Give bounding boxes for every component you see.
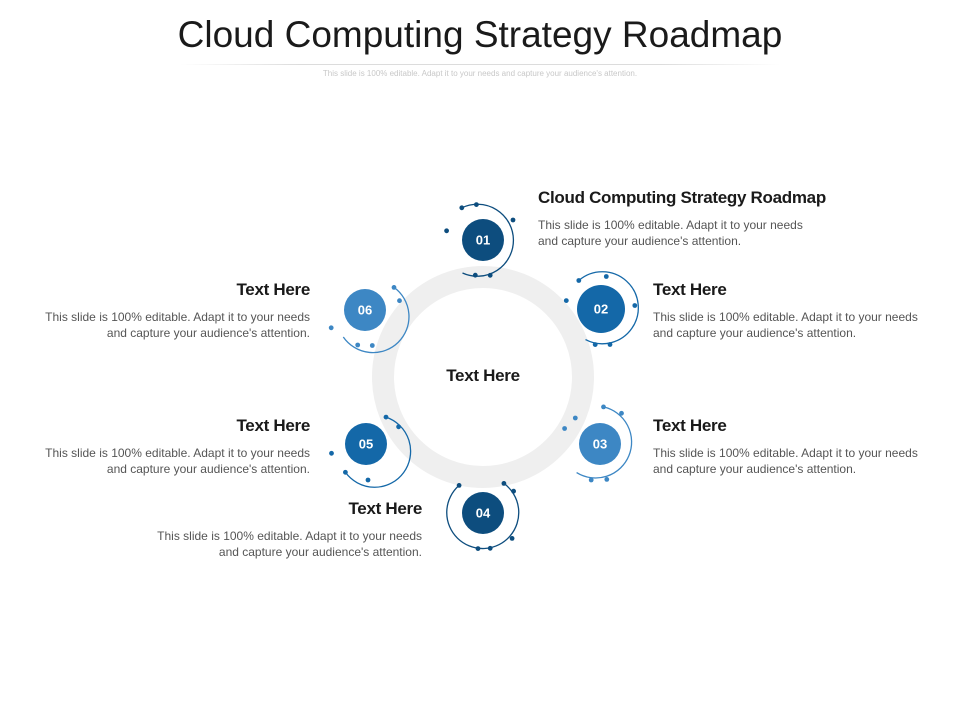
- step-callout-6: Text Here This slide is 100% editable. A…: [30, 280, 310, 341]
- step-node-1-dot: [474, 202, 479, 208]
- step-node-4-number: 04: [476, 506, 491, 521]
- step-node-2-arc: [578, 271, 639, 345]
- step-body: This slide is 100% editable. Adapt it to…: [653, 446, 918, 476]
- step-node-5-arc: [344, 416, 412, 488]
- step-body: This slide is 100% editable. Adapt it to…: [45, 446, 310, 476]
- step-node-1-dot: [459, 205, 465, 211]
- step-node-6[interactable]: 06: [328, 285, 410, 354]
- step-node-5-number: 05: [359, 437, 373, 452]
- step-node-4[interactable]: 04: [446, 481, 520, 551]
- step-node-2-dot: [607, 342, 613, 347]
- step-node-3[interactable]: 03: [562, 404, 633, 483]
- step-node-6-arc: [342, 286, 410, 354]
- step-body: This slide is 100% editable. Adapt it to…: [653, 310, 918, 340]
- step-heading: Text Here: [348, 499, 422, 518]
- step-node-2-badge: [577, 285, 625, 333]
- step-node-1-dot: [444, 228, 449, 234]
- step-heading: Text Here: [236, 280, 310, 299]
- step-node-4-dot: [511, 488, 516, 494]
- step-node-2-dot: [563, 298, 569, 303]
- step-node-5-dot: [365, 477, 371, 483]
- step-node-5-dot: [329, 450, 334, 456]
- step-heading: Text Here: [653, 416, 727, 435]
- step-node-1-dot: [487, 272, 493, 278]
- step-body: This slide is 100% editable. Adapt it to…: [45, 310, 310, 340]
- step-node-4-dot: [501, 481, 507, 486]
- step-node-4-dot: [509, 536, 515, 541]
- step-node-2[interactable]: 02: [563, 271, 639, 347]
- step-callout-2: Text Here This slide is 100% editable. A…: [653, 280, 933, 341]
- step-node-4-dot: [487, 545, 493, 551]
- step-callout-4: Text Here This slide is 100% editable. A…: [142, 499, 422, 560]
- step-node-2-dot: [632, 303, 638, 308]
- step-callout-3: Text Here This slide is 100% editable. A…: [653, 416, 933, 477]
- step-body: This slide is 100% editable. Adapt it to…: [538, 218, 803, 248]
- slide-subtitle: This slide is 100% editable. Adapt it to…: [322, 69, 638, 78]
- step-node-1-dot: [510, 217, 516, 223]
- step-node-6-dot: [369, 343, 375, 348]
- step-node-3-dot: [562, 426, 567, 431]
- step-node-5-badge: [345, 423, 387, 465]
- step-node-4-dot: [475, 546, 481, 551]
- step-node-3-dot: [572, 415, 578, 421]
- step-body: This slide is 100% editable. Adapt it to…: [157, 529, 422, 559]
- step-node-3-dot: [588, 477, 594, 483]
- step-node-2-number: 02: [594, 302, 608, 317]
- step-node-6-dot: [391, 285, 397, 290]
- step-node-3-number: 03: [593, 437, 607, 452]
- step-node-6-dot: [355, 342, 361, 348]
- step-node-3-badge: [579, 423, 621, 465]
- slide-title: Cloud Computing Strategy Roadmap: [177, 14, 783, 55]
- step-node-6-number: 06: [358, 303, 372, 318]
- step-node-6-dot: [328, 325, 334, 331]
- step-node-4-arc: [446, 482, 520, 550]
- step-node-1-dot: [472, 272, 478, 278]
- step-node-2-dot: [603, 274, 609, 279]
- step-node-5-dot: [343, 469, 348, 475]
- step-node-5[interactable]: 05: [329, 414, 412, 488]
- step-node-3-arc: [576, 406, 633, 479]
- center-label: Text Here: [446, 366, 520, 385]
- step-heading: Text Here: [653, 280, 727, 299]
- step-callout-1: Cloud Computing Strategy Roadmap This sl…: [538, 188, 838, 249]
- step-heading: Text Here: [236, 416, 310, 435]
- step-node-1-number: 01: [476, 233, 490, 248]
- step-node-5-dot: [396, 424, 401, 430]
- step-node-2-dot: [576, 278, 582, 283]
- step-heading: Cloud Computing Strategy Roadmap: [538, 188, 826, 207]
- step-node-6-badge: [344, 289, 386, 331]
- step-node-5-dot: [383, 414, 389, 420]
- step-node-3-dot: [604, 477, 610, 482]
- step-node-6-dot: [397, 298, 402, 304]
- step-node-1[interactable]: 01: [444, 202, 516, 278]
- step-node-1-arc: [461, 203, 515, 277]
- center-ring: [372, 266, 594, 488]
- step-node-4-badge: [462, 492, 504, 534]
- step-node-3-dot: [601, 404, 606, 410]
- step-node-3-dot: [619, 410, 624, 416]
- step-node-1-badge: [462, 219, 504, 261]
- step-node-4-dot: [456, 483, 462, 488]
- title-divider: [180, 64, 780, 65]
- step-node-2-dot: [592, 342, 598, 347]
- step-callout-5: Text Here This slide is 100% editable. A…: [30, 416, 310, 477]
